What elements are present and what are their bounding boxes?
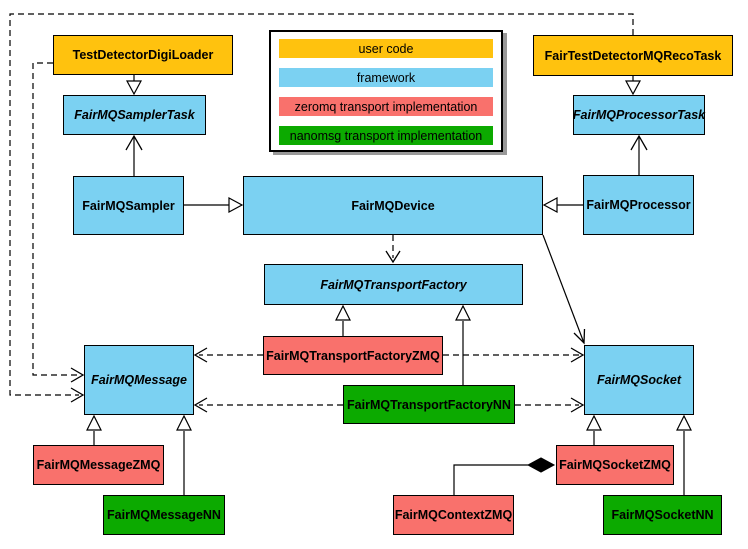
- edge-tfzmq-message: [193, 347, 263, 363]
- node-fairmqmessagezmq: FairMQMessageZMQ: [33, 445, 164, 485]
- edge-processor-device: [542, 196, 583, 214]
- node-fairmqmessagenn: FairMQMessageNN: [103, 495, 225, 535]
- edge-tfnn-socket: [515, 397, 585, 413]
- node-fairmqcontextzmq: FairMQContextZMQ: [393, 495, 514, 535]
- node-fairmqtransportfactory: FairMQTransportFactory: [264, 264, 523, 305]
- node-fairmqsocketnn: FairMQSocketNN: [603, 495, 722, 535]
- node-fairmqtransportfactoryzmq: FairMQTransportFactoryZMQ: [263, 336, 443, 375]
- edge-sampler-samplertask: [125, 134, 143, 176]
- node-fairmqprocessortask: FairMQProcessorTask: [573, 95, 705, 135]
- legend-item-user-code: user code: [279, 39, 493, 58]
- node-fairmqprocessor: FairMQProcessor: [583, 175, 694, 235]
- edge-tfnn-transportfactory: [455, 304, 471, 385]
- node-testdetectordigiloader: TestDetectorDigiLoader: [53, 35, 233, 75]
- edge-device-transportfactory: [385, 235, 401, 264]
- edge-messagenn-message: [176, 414, 192, 495]
- edge-socketnn-socket: [676, 414, 692, 495]
- edge-digiloader-message: [32, 62, 85, 383]
- edge-processor-processortask: [630, 134, 648, 175]
- node-fairmqsocket: FairMQSocket: [584, 345, 694, 415]
- edge-messagezmq-message: [86, 414, 102, 445]
- node-fairmqsocketzmq: FairMQSocketZMQ: [556, 445, 674, 485]
- node-fairmqtransportfactorynn: FairMQTransportFactoryNN: [343, 385, 515, 424]
- edge-socketzmq-contextzmq: [453, 457, 556, 495]
- edge-device-socket: [542, 234, 586, 345]
- node-fairtestdetectormqrecotask: FairTestDetectorMQRecoTask: [533, 35, 733, 76]
- legend-item-framework: framework: [279, 68, 493, 87]
- node-fairmqmessage: FairMQMessage: [84, 345, 194, 415]
- edge-tfzmq-socket: [443, 347, 585, 363]
- node-fairmqdevice: FairMQDevice: [243, 176, 543, 235]
- edge-tfzmq-transportfactory: [335, 304, 351, 336]
- legend-box: user code framework zeromq transport imp…: [269, 30, 503, 152]
- edge-digiloader-samplertask: [125, 75, 143, 96]
- edge-recotask-processortask: [624, 76, 642, 96]
- node-fairmqsampler: FairMQSampler: [73, 176, 184, 235]
- node-fairmqsamplertask: FairMQSamplerTask: [63, 95, 206, 135]
- legend-item-nanomsg: nanomsg transport implementation: [279, 126, 493, 145]
- edge-socketzmq-socket: [586, 414, 602, 445]
- edge-recotask-message: [9, 13, 634, 403]
- legend-item-zeromq: zeromq transport implementation: [279, 97, 493, 116]
- edge-sampler-device: [184, 196, 244, 214]
- edge-tfnn-message: [193, 397, 343, 413]
